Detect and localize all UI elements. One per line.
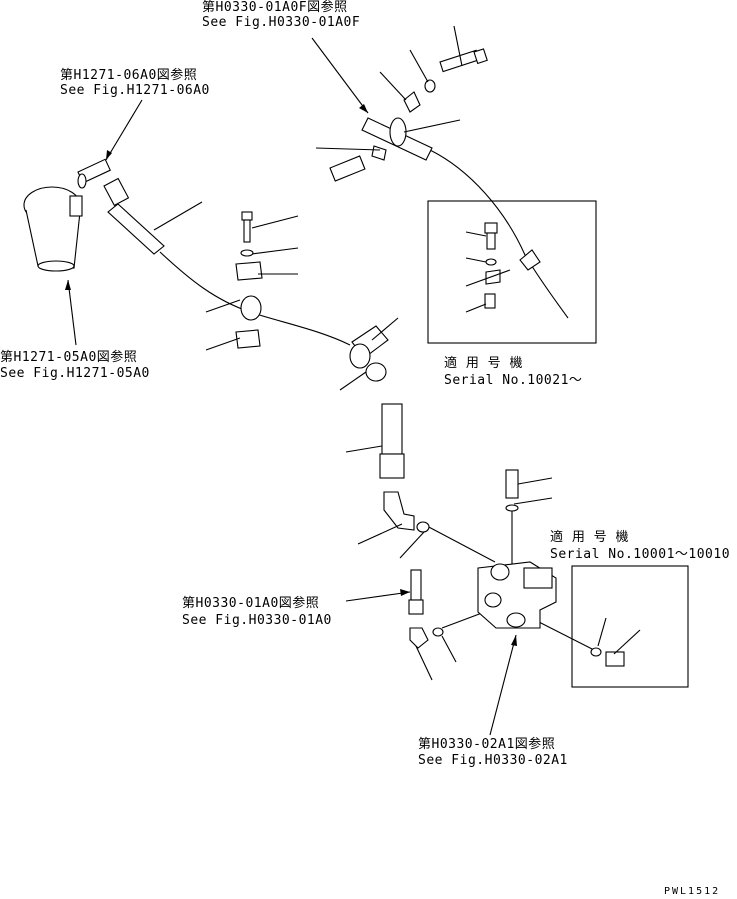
hose-vertical [379,403,430,533]
serial-lower-en: Serial No.10001～10010 [550,547,731,562]
valve-block [477,469,557,629]
ref-bottom-jp: 第H0330-02A1図参照 [418,737,556,752]
junction-fitting [349,325,389,382]
ref-bottom-en: See Fig.H0330-02A1 [418,753,568,768]
ref-upper-left-jp: 第H1271-06A0図参照 [60,68,198,83]
serial-box-lower [571,565,689,688]
ref-top-jp: 第H0330-01A0F図参照 [202,0,348,15]
ref-top-en: See Fig.H0330-01A0F [202,15,361,30]
ref-middle-en: See Fig.H0330-01A0 [182,613,332,628]
serial-upper-jp: 適 用 号 機 [444,356,523,371]
nipple-fitting [77,158,111,189]
hose-left [103,177,165,255]
ref-upper-left-en: See Fig.H1271-06A0 [60,83,210,98]
lower-box-parts [590,647,625,667]
ref-filter-jp: 第H1271-05A0図参照 [0,350,138,365]
filter-assembly [23,186,83,272]
middle-clamp-assembly [235,211,263,349]
serial-upper-en: Serial No.10021～ [444,373,583,388]
ref-middle-jp: 第H0330-01A0図参照 [182,596,320,611]
reference-arrows [65,37,517,736]
top-clamp-assembly [329,48,488,182]
serial-lower-jp: 適 用 号 機 [550,530,629,545]
ref-filter-en: See Fig.H1271-05A0 [0,366,150,381]
callout-leaders [153,25,641,681]
serial-box-upper [427,200,597,344]
upper-box-parts [484,222,541,309]
lower-fittings [408,569,444,649]
drawing-code: PWL1512 [664,886,721,897]
